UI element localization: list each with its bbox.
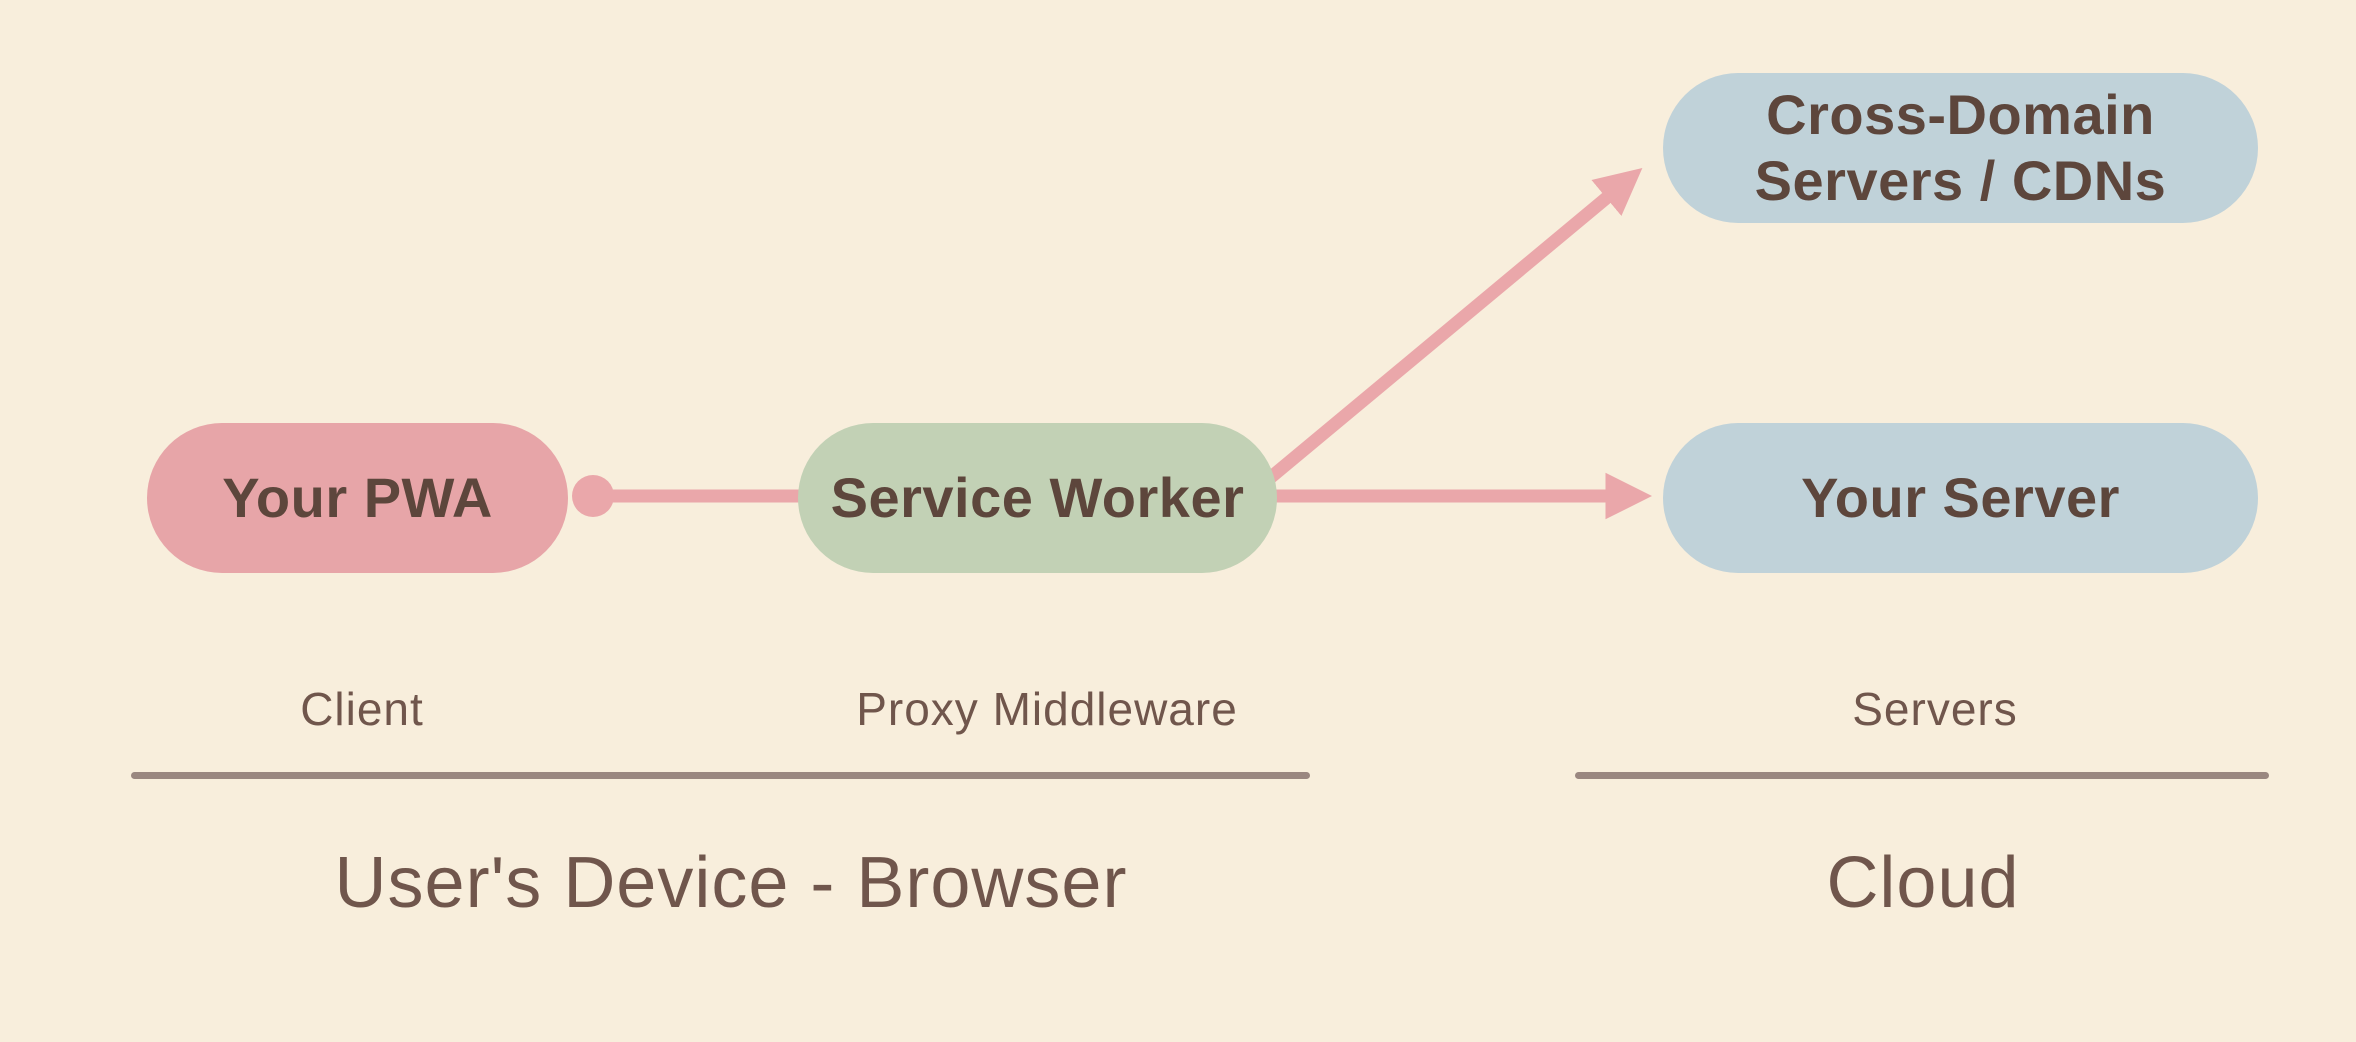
connector-dot (572, 475, 614, 517)
section-title-users-device: User's Device - Browser (334, 843, 1128, 923)
column-label-client: Client (300, 683, 424, 735)
node-service-worker-label: Service Worker (830, 466, 1245, 529)
column-label-proxy-middleware: Proxy Middleware (856, 683, 1238, 735)
section-title-cloud: Cloud (1826, 843, 2020, 923)
node-cross-domain-label-line2: Servers / CDNs (1754, 149, 2167, 212)
node-your-pwa-label: Your PWA (222, 466, 493, 529)
node-your-pwa: Your PWA (147, 423, 568, 573)
node-your-server: Your Server (1663, 423, 2258, 573)
node-cross-domain-label-line1: Cross-Domain (1766, 83, 2155, 146)
node-cross-domain-servers: Cross-Domain Servers / CDNs (1663, 73, 2258, 223)
divider-cloud (1575, 772, 2269, 779)
divider-users-device (131, 772, 1310, 779)
arrow-service-worker-to-cross-domain (1253, 168, 1643, 493)
column-label-servers: Servers (1852, 683, 2018, 735)
node-your-server-label: Your Server (1801, 466, 2120, 529)
node-service-worker: Service Worker (798, 423, 1277, 573)
